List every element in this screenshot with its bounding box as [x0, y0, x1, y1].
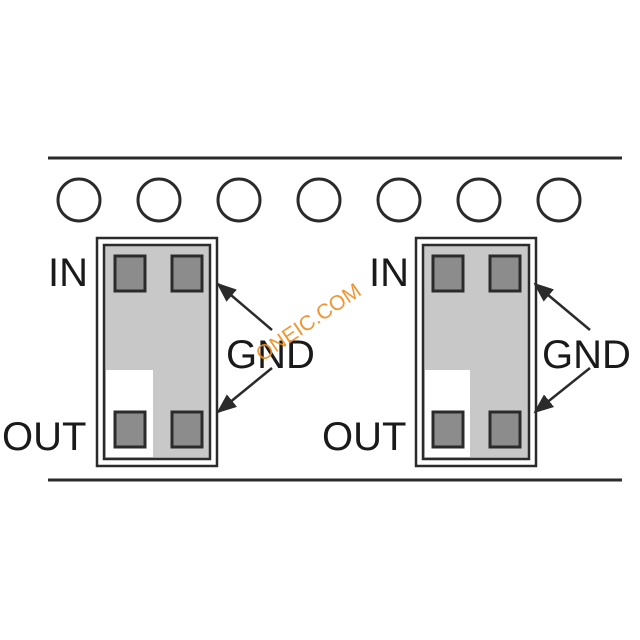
pad-gnd-top: [170, 254, 204, 293]
component-2: IN GND OUT: [322, 236, 631, 468]
label-in: IN: [48, 251, 88, 295]
sprocket-hole: [376, 177, 422, 223]
pad-gnd-bottom: [170, 410, 204, 449]
sprocket-hole: [216, 177, 262, 223]
gnd-arrow-bottom: [216, 367, 273, 414]
sprocket-holes: [56, 177, 582, 223]
pad-out: [113, 410, 147, 449]
pad-gnd-top: [488, 254, 522, 293]
sprocket-hole: [56, 177, 102, 223]
gnd-arrow-top: [533, 282, 591, 331]
label-gnd: GND: [226, 333, 315, 377]
label-out: OUT: [2, 415, 86, 459]
pad-gnd-bottom: [488, 410, 522, 449]
gnd-arrow-top: [216, 282, 273, 331]
sprocket-hole: [136, 177, 182, 223]
sprocket-hole: [296, 177, 342, 223]
component-1: IN GND OUT: [2, 236, 315, 468]
gnd-arrow-bottom: [533, 367, 591, 414]
pocket-outline: [95, 236, 219, 468]
pad-in: [431, 254, 465, 293]
label-in: IN: [369, 251, 409, 295]
pad-out: [431, 410, 465, 449]
pocket-outline: [414, 236, 538, 468]
label-gnd: GND: [542, 333, 631, 377]
pad-in: [113, 254, 147, 293]
label-out: OUT: [322, 415, 406, 459]
sprocket-hole: [456, 177, 502, 223]
sprocket-hole: [536, 177, 582, 223]
